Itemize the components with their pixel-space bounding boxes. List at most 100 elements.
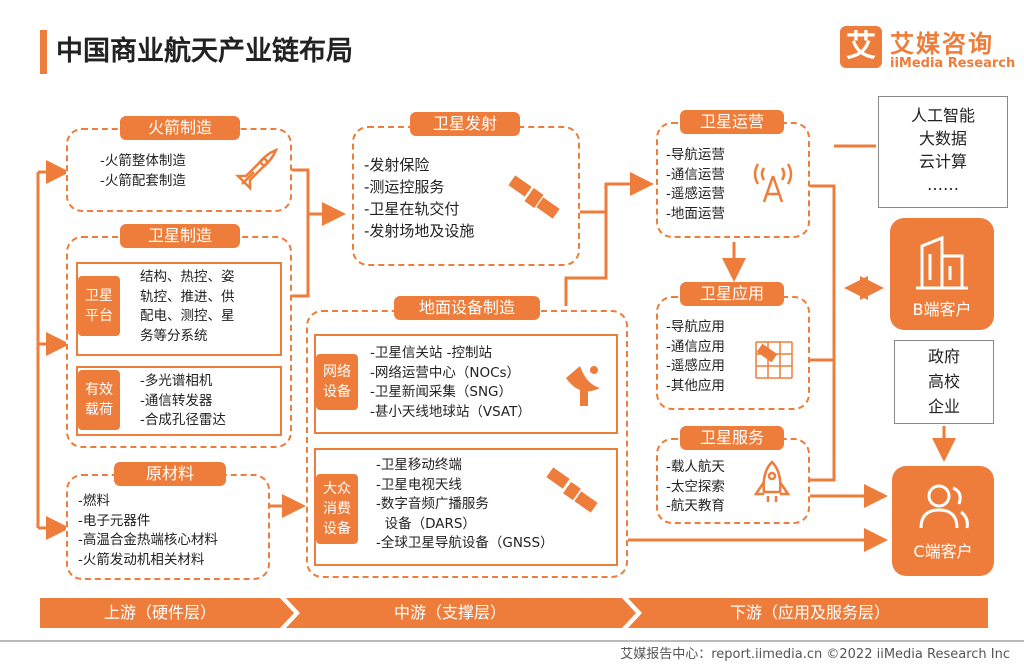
payload-list: -多光谱相机 -通信转发器 -合成孔径雷达 bbox=[140, 372, 226, 431]
satellite-operations-label: 卫星运营 bbox=[680, 110, 784, 134]
satellite-applications-box bbox=[656, 296, 810, 410]
satellite-small-icon bbox=[546, 467, 598, 513]
rocket-manufacturing-box bbox=[66, 128, 292, 212]
network-equipment-label: 网络 设备 bbox=[316, 354, 358, 410]
satellite-icon bbox=[508, 175, 560, 219]
technology-list: 人工智能 大数据 云计算 …… bbox=[878, 104, 1008, 196]
stage-bar bbox=[40, 598, 988, 628]
satellite-platform-list: 结构、热控、姿 轨控、推进、供 配电、测控、星 务等分系统 bbox=[140, 268, 235, 346]
list-item: -通信运营 bbox=[666, 166, 725, 183]
network-equipment-list: -卫星信关站 -控制站 -网络运营中心（NOCs） -卫星新闻采集（SNG） -… bbox=[370, 344, 531, 422]
list-item: -卫星信关站 -控制站 bbox=[370, 345, 493, 361]
consumer-equipment-list: -卫星移动终端 -卫星电视天线 -数字音频广播服务 设备（DARS） -全球卫星… bbox=[376, 456, 554, 554]
signal-tower-icon bbox=[753, 163, 793, 203]
satellite-map-icon bbox=[755, 341, 793, 379]
satellite-platform-label: 卫星 平台 bbox=[78, 276, 120, 336]
satellite-launch-label: 卫星发射 bbox=[410, 112, 520, 136]
satellite-dish-icon bbox=[566, 366, 600, 406]
list-item: 高校 bbox=[927, 372, 960, 391]
list-item: -卫星新闻采集（SNG） bbox=[370, 384, 513, 400]
list-item: -导航应用 bbox=[666, 319, 725, 335]
technology-box bbox=[878, 96, 1008, 208]
list-item: -载人航天 bbox=[666, 459, 725, 475]
satellite-operations-box bbox=[656, 122, 810, 238]
brand-name-cn: 艾媒咨询 bbox=[890, 30, 994, 58]
list-item: -通信转发器 bbox=[140, 392, 213, 409]
list-item: 大数据 bbox=[918, 129, 967, 148]
footer-source: 艾媒报告中心：report.iimedia.cn ©2022 iiMedia R… bbox=[620, 647, 1010, 662]
list-item: 结构、热控、姿 bbox=[140, 269, 235, 285]
footer-divider bbox=[0, 640, 1024, 642]
satellite-applications-label: 卫星应用 bbox=[680, 282, 784, 306]
consumer-equipment-box bbox=[314, 448, 618, 566]
list-item: -卫星电视天线 bbox=[376, 476, 462, 493]
rocket-manufacturing-label: 火箭制造 bbox=[120, 116, 240, 140]
list-item: 人工智能 bbox=[910, 106, 975, 125]
satellite-launch-list: -发射保险 -测运控服务 -卫星在轨交付 -发射场地及设施 bbox=[364, 154, 474, 242]
list-item: -卫星移动终端 bbox=[376, 457, 462, 473]
raw-materials-label: 原材料 bbox=[114, 462, 226, 486]
list-item: -甚小天线地球站（VSAT） bbox=[370, 403, 531, 420]
building-icon bbox=[916, 235, 968, 290]
stage-downstream: 下游（应用及服务层） bbox=[729, 603, 890, 622]
c-client-box: C端客户 bbox=[892, 466, 994, 576]
brand-logo-icon: 艾 bbox=[840, 26, 882, 68]
list-item: 云计算 bbox=[918, 152, 967, 171]
list-item: -卫星在轨交付 bbox=[364, 200, 460, 218]
stage-upstream: 上游（硬件层） bbox=[103, 603, 216, 622]
list-item: -电子元器件 bbox=[78, 512, 151, 529]
raw-materials-list: -燃料 -电子元器件 -高温合金热端核心材料 -火箭发动机相关材料 bbox=[78, 492, 218, 570]
ground-equipment-label: 地面设备制造 bbox=[394, 296, 540, 320]
list-item: -航天教育 bbox=[666, 498, 725, 514]
brand-name-en: iiMedia Research bbox=[890, 56, 1016, 71]
satellite-services-list: -载人航天 -太空探索 -航天教育 bbox=[666, 458, 725, 517]
payload-label: 有效 载荷 bbox=[78, 370, 120, 430]
list-item: -测运控服务 bbox=[364, 178, 445, 196]
list-item: -遥感应用 bbox=[666, 358, 725, 374]
page-title: 中国商业航天产业链布局 bbox=[56, 36, 353, 67]
raw-materials-box bbox=[66, 474, 270, 580]
list-item: -高温合金热端核心材料 bbox=[78, 532, 218, 548]
list-item: -火箭整体制造 bbox=[100, 153, 186, 169]
list-item: -遥感运营 bbox=[666, 186, 725, 202]
rocket-icon bbox=[234, 147, 279, 192]
list-item: -发射保险 bbox=[364, 156, 430, 174]
list-item: 轨控、推进、供 bbox=[140, 288, 235, 305]
institution-box bbox=[894, 340, 994, 424]
satellite-services-box bbox=[656, 438, 810, 524]
title-accent-bar bbox=[40, 30, 47, 74]
list-item: -太空探索 bbox=[666, 478, 725, 495]
satellite-manufacturing-label: 卫星制造 bbox=[120, 224, 240, 248]
satellite-applications-list: -导航应用 -通信应用 -遥感应用 -其他应用 bbox=[666, 318, 725, 396]
list-item: 政府 bbox=[927, 347, 960, 366]
list-item: 企业 bbox=[927, 397, 960, 416]
list-item: -其他应用 bbox=[666, 377, 725, 394]
rocket-manufacturing-list: -火箭整体制造 -火箭配套制造 bbox=[100, 152, 186, 191]
c-client-label: C端客户 bbox=[913, 542, 973, 561]
list-item: -火箭发动机相关材料 bbox=[78, 551, 205, 568]
list-item: -导航运营 bbox=[666, 147, 725, 163]
list-item: -火箭配套制造 bbox=[100, 172, 186, 189]
list-item: -多光谱相机 bbox=[140, 373, 213, 389]
list-item: -地面运营 bbox=[666, 205, 725, 222]
list-item: …… bbox=[927, 175, 959, 194]
list-item: -合成孔径雷达 bbox=[140, 412, 226, 428]
consumer-equipment-label: 大众 消费 设备 bbox=[316, 474, 358, 544]
list-item: 设备（DARS） bbox=[376, 515, 476, 532]
list-item: -发射场地及设施 bbox=[364, 222, 475, 240]
b-client-box: B端客户 bbox=[890, 218, 994, 330]
list-item: 务等分系统 bbox=[140, 327, 208, 344]
connector-arrows bbox=[36, 144, 956, 552]
satellite-operations-list: -导航运营 -通信运营 -遥感运营 -地面运营 bbox=[666, 146, 725, 224]
network-equipment-box bbox=[314, 334, 618, 434]
list-item: -网络运营中心（NOCs） bbox=[370, 364, 521, 381]
stage-midstream: 中游（支撑层） bbox=[393, 603, 506, 622]
space-shuttle-icon bbox=[753, 460, 791, 502]
list-item: -燃料 bbox=[78, 493, 110, 509]
list-item: -全球卫星导航设备（GNSS） bbox=[376, 535, 554, 551]
list-item: -数字音频广播服务 bbox=[376, 496, 489, 512]
institution-list: 政府 高校 企业 bbox=[894, 344, 994, 419]
list-item: 配电、测控、星 bbox=[140, 308, 235, 324]
satellite-services-label: 卫星服务 bbox=[680, 426, 784, 450]
b-client-label: B端客户 bbox=[912, 300, 972, 319]
